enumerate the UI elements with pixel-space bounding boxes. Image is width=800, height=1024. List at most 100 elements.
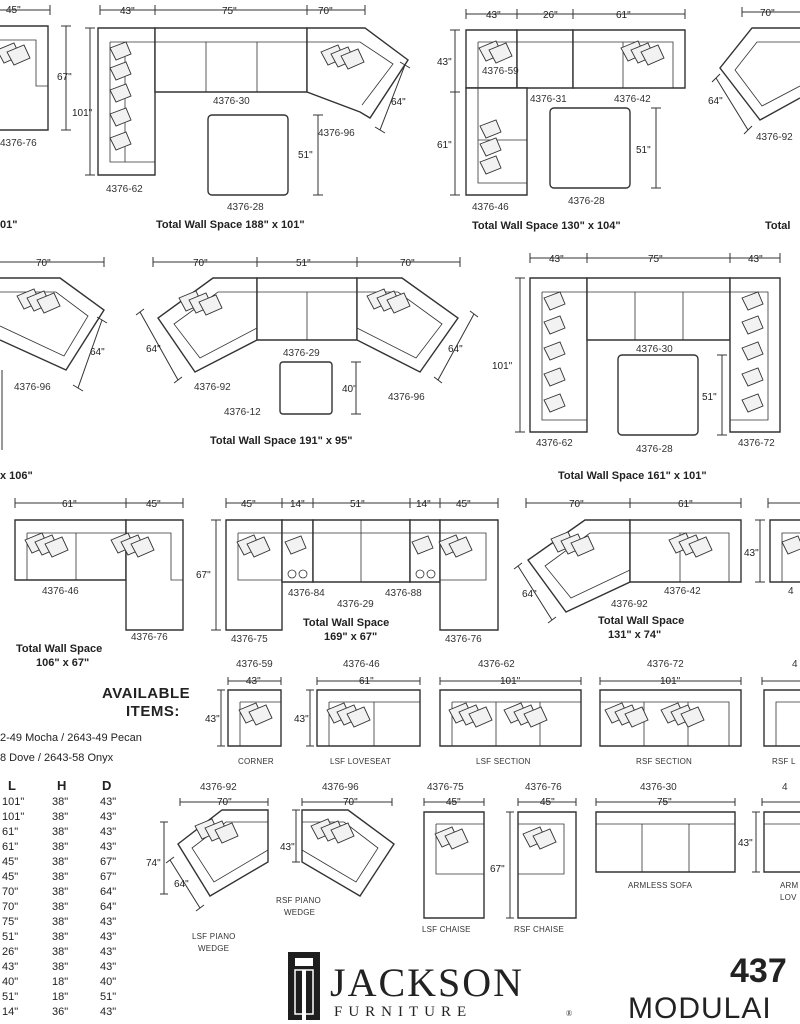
item-code: 4376-92 — [200, 782, 237, 793]
dim-label: 70" — [343, 797, 358, 808]
model-code: 4376-12 — [224, 407, 261, 418]
table-cell: 38" — [52, 886, 68, 898]
table-cell: 43" — [100, 931, 116, 943]
item-code: 4376-62 — [478, 659, 515, 670]
item-armless-loveseat-cut: 4 ARM LOV — [761, 782, 800, 902]
dim-label: 64" — [146, 344, 161, 355]
item-corner: 4376-59 43" 43" CORNER — [205, 659, 282, 766]
dim-label: 43" — [738, 838, 753, 849]
dim-label: 43" — [205, 714, 220, 725]
model-code: 4376-76 — [131, 632, 168, 643]
table-cell: 64" — [100, 901, 116, 913]
table-cell: 70" — [2, 886, 18, 898]
wall-space-label: Total Wall Space 191" x 95" — [210, 435, 353, 447]
model-code: 4 — [788, 586, 794, 597]
model-code: 4376-42 — [614, 94, 651, 105]
item-label: WEDGE — [284, 908, 315, 917]
dim-label: 67" — [196, 570, 211, 581]
model-code: 4376-76 — [0, 138, 37, 149]
item-lsf-chaise: 4376-75 45" LSF CHAISE — [422, 782, 485, 934]
dim-label: 61" — [62, 499, 77, 510]
wall-space-label: 106" x 67" — [36, 657, 89, 669]
dim-label: 70" — [36, 258, 51, 269]
wall-space-label: 131" x 74" — [608, 629, 661, 641]
model-word: MODULAI — [628, 992, 772, 1024]
dim-label: 61" — [437, 140, 452, 151]
item-code: 4376-72 — [647, 659, 684, 670]
dim-label: 43" — [486, 10, 501, 21]
item-code: 4 — [782, 782, 788, 793]
dim-label: 64" — [391, 97, 406, 108]
config-191x95: 70" 51" 70" 64" 64" 40" 4376-29 4376-92 … — [135, 257, 479, 447]
dim-label: 70" — [569, 499, 584, 510]
model-code: 4376-96 — [318, 128, 355, 139]
model-code: 4376-92 — [194, 382, 231, 393]
color-options: 2-49 Mocha / 2643-49 Pecan — [0, 732, 142, 744]
item-lsf-loveseat: 4376-46 61" 43" LSF LOVESEAT — [294, 659, 421, 766]
config-188x101: 43" 75" 70" 101" 64" 51" 4376-30 4376-96… — [72, 5, 411, 231]
dim-label: 45" — [540, 797, 555, 808]
brand-name: JACKSON — [330, 960, 524, 1005]
table-cell: 38" — [52, 931, 68, 943]
dim-label: 64" — [522, 589, 537, 600]
wall-space-label: 01" — [0, 219, 17, 231]
wall-space-label: Total Wall Space 130" x 104" — [472, 220, 621, 232]
item-label: LSF SECTION — [476, 757, 531, 766]
dim-label: 61" — [616, 10, 631, 21]
wall-space-label: x 106" — [0, 470, 33, 482]
config-130x104: 43" 26" 61" 43" 61" 51" 4376-59 4376-31 … — [437, 9, 686, 232]
dim-label: 70" — [318, 6, 333, 17]
model-title: 437 MODULAI — [628, 952, 787, 1024]
model-code: 4376-42 — [664, 586, 701, 597]
item-label: LSF CHAISE — [422, 925, 471, 934]
table-cell: 38" — [52, 961, 68, 973]
dim-label: 61" — [678, 499, 693, 510]
dim-label: 51" — [350, 499, 365, 510]
dim-label: 43" — [294, 714, 309, 725]
table-cell: 43" — [100, 796, 116, 808]
dim-label: 101" — [492, 361, 513, 372]
table-cell: 43" — [2, 961, 18, 973]
dim-label: 51" — [298, 150, 313, 161]
dim-label: 14" — [290, 499, 305, 510]
model-code: 4376-31 — [530, 94, 567, 105]
item-code: 4 — [792, 659, 798, 670]
dim-label: 64" — [708, 96, 723, 107]
config-cut-right-1: 70" 64" 4376-92 Total — [708, 7, 800, 232]
config-106x67: 61" 45" 4376-46 4376-76 Total Wall Space… — [14, 498, 184, 669]
item-label: RSF SECTION — [636, 757, 692, 766]
item-code: 4376-75 — [427, 782, 464, 793]
model-code: 4376-62 — [536, 438, 573, 449]
wall-space-label: 169" x 67" — [324, 631, 377, 643]
table-cell: 38" — [52, 946, 68, 958]
dim-label: 70" — [193, 258, 208, 269]
wall-space-label: Total Wall Space — [303, 617, 389, 629]
table-cell: 40" — [2, 976, 18, 988]
table-cell: 38" — [52, 856, 68, 868]
table-cell: 36" — [52, 1006, 68, 1018]
item-label: WEDGE — [198, 944, 229, 953]
wall-space-label: Total Wall Space — [16, 643, 102, 655]
table-cell: 61" — [2, 841, 18, 853]
config-cut-right-3: 4 — [767, 498, 800, 597]
dim-label: 43" — [437, 57, 452, 68]
model-number: 437 — [730, 952, 787, 990]
dim-label: 43" — [549, 254, 564, 265]
wall-space-label: Total — [765, 220, 790, 232]
table-cell: 43" — [100, 946, 116, 958]
dimensions-table: L H D 101"38"43"101"38"43"61"38"43"61"38… — [2, 778, 116, 1018]
model-code: 4376-28 — [227, 202, 264, 213]
table-cell: 43" — [100, 961, 116, 973]
table-header-length: L — [8, 778, 16, 793]
table-cell: 67" — [100, 871, 116, 883]
model-code: 4376-29 — [283, 348, 320, 359]
available-title: ITEMS: — [126, 703, 180, 720]
table-cell: 51" — [100, 991, 116, 1003]
item-label: CORNER — [238, 757, 274, 766]
dim-label: 75" — [648, 254, 663, 265]
item-lsf-piano-wedge: 4376-92 70" 74" 64" LSF PIANO WEDGE — [146, 782, 269, 953]
dim-label: 75" — [222, 6, 237, 17]
item-rsf-cut: 4 RSF L — [761, 659, 800, 766]
wall-space-label: Total Wall Space 161" x 101" — [558, 470, 707, 482]
